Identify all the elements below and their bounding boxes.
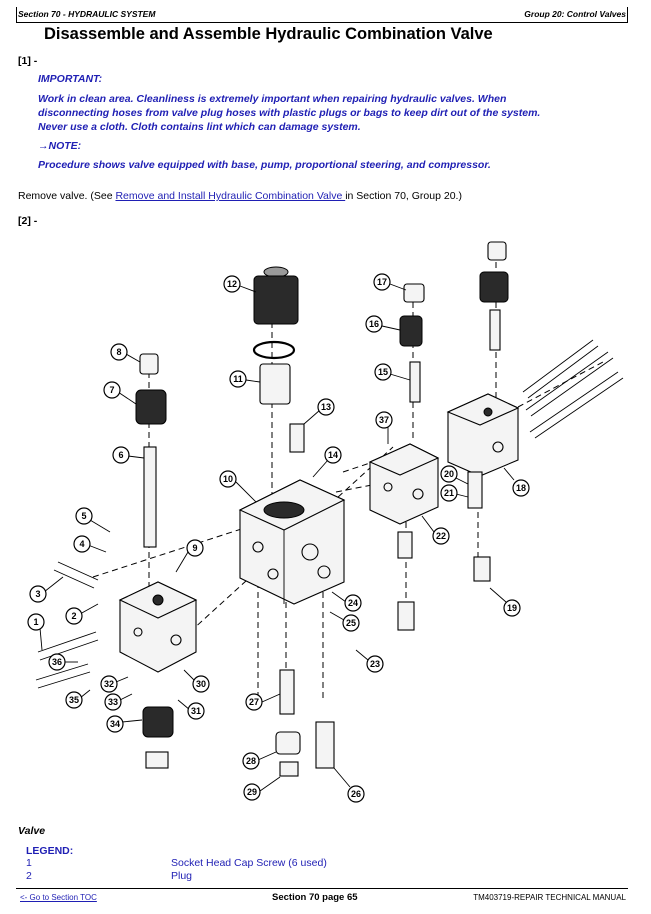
right-body <box>446 393 520 477</box>
note-label: →NOTE: <box>38 140 82 152</box>
page-header: Section 70 - HYDRAULIC SYSTEM Group 20: … <box>16 7 628 23</box>
svg-text:18: 18 <box>516 483 526 493</box>
svg-text:17: 17 <box>377 277 387 287</box>
figure-caption: Valve <box>18 825 46 837</box>
top-components <box>135 241 509 548</box>
svg-text:31: 31 <box>191 706 201 716</box>
svg-text:4: 4 <box>79 539 84 549</box>
svg-text:24: 24 <box>348 598 358 608</box>
svg-text:22: 22 <box>436 531 446 541</box>
svg-text:26: 26 <box>351 789 361 799</box>
important-text-line-1: Work in clean area. Cleanliness is extre… <box>38 93 507 105</box>
remove-install-link[interactable]: Remove and Install Hydraulic Combination… <box>115 190 346 202</box>
legend-item-description: Socket Head Cap Screw (6 used) <box>171 857 327 869</box>
svg-text:37: 37 <box>379 415 389 425</box>
legend-item-number: 1 <box>26 857 32 869</box>
legend-title: LEGEND: <box>26 845 74 857</box>
header-group: Group 20: Control Valves <box>524 9 626 19</box>
main-valve-body <box>238 479 346 605</box>
svg-text:15: 15 <box>378 367 388 377</box>
svg-text:14: 14 <box>328 450 338 460</box>
callouts: 1 2 3 4 5 6 7 8 9 10 11 12 13 14 15 16 1… <box>27 273 530 803</box>
page-footer: <- Go to Section TOC Section 70 page 65 … <box>16 888 628 906</box>
exploded-valve-diagram: 1 2 3 4 5 6 7 8 9 10 11 12 13 14 15 16 1… <box>27 241 624 803</box>
footer-manual-id: TM403719-REPAIR TECHNICAL MANUAL <box>473 893 626 902</box>
center-right-body <box>368 443 440 525</box>
svg-text:2: 2 <box>71 611 76 621</box>
header-right-border <box>627 7 628 23</box>
svg-text:16: 16 <box>369 319 379 329</box>
svg-text:6: 6 <box>118 450 123 460</box>
svg-text:25: 25 <box>346 618 356 628</box>
section-toc-link[interactable]: <- Go to Section TOC <box>20 893 97 902</box>
lower-components <box>142 471 491 777</box>
svg-text:9: 9 <box>192 543 197 553</box>
svg-text:28: 28 <box>246 756 256 766</box>
legend-item-description: Plug <box>171 870 193 882</box>
svg-text:23: 23 <box>370 659 380 669</box>
svg-text:33: 33 <box>108 697 118 707</box>
svg-text:13: 13 <box>321 402 331 412</box>
svg-text:5: 5 <box>81 511 86 521</box>
left-valve-body <box>118 581 198 673</box>
important-label: IMPORTANT: <box>38 73 103 85</box>
svg-text:19: 19 <box>507 603 517 613</box>
step-2-label: [2] - <box>18 215 38 227</box>
header-section: Section 70 - HYDRAULIC SYSTEM <box>18 9 156 19</box>
important-text-line-3: Never use a cloth. Cloth contains lint w… <box>38 121 361 133</box>
step-1-label: [1] - <box>18 55 38 67</box>
svg-text:11: 11 <box>233 374 243 384</box>
svg-text:21: 21 <box>444 488 454 498</box>
svg-text:12: 12 <box>227 279 237 289</box>
svg-text:36: 36 <box>52 657 62 667</box>
svg-text:10: 10 <box>223 474 233 484</box>
remove-suffix: in Section 70, Group 20.) <box>345 190 462 202</box>
svg-text:34: 34 <box>110 719 120 729</box>
svg-text:32: 32 <box>104 679 114 689</box>
svg-text:27: 27 <box>249 697 259 707</box>
callout-1 <box>27 613 45 631</box>
remove-instruction: Remove valve. (See Remove and Install Hy… <box>18 190 462 202</box>
svg-text:1: 1 <box>33 617 38 627</box>
footer-page-number: Section 70 page 65 <box>272 892 358 903</box>
svg-text:20: 20 <box>444 469 454 479</box>
svg-text:7: 7 <box>109 385 114 395</box>
long-screws <box>35 339 624 689</box>
header-left-border <box>16 7 17 23</box>
page-title: Disassemble and Assemble Hydraulic Combi… <box>44 25 493 43</box>
svg-text:8: 8 <box>116 347 121 357</box>
note-text: Procedure shows valve equipped with base… <box>38 159 491 171</box>
svg-text:30: 30 <box>196 679 206 689</box>
svg-text:35: 35 <box>69 695 79 705</box>
svg-text:3: 3 <box>35 589 40 599</box>
svg-text:29: 29 <box>247 787 257 797</box>
remove-prefix: Remove valve. (See <box>18 190 116 202</box>
important-text-line-2: disconnecting hoses from valve plug hose… <box>38 107 541 119</box>
legend-item-number: 2 <box>26 870 32 882</box>
